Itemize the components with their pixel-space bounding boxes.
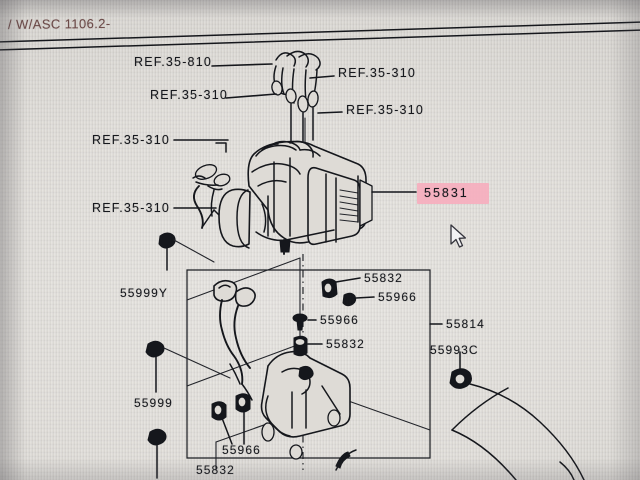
part-label-55814: 55814 [446, 317, 485, 331]
part-label-55966-lower: 55966 [222, 443, 261, 457]
page-header-text: / W/ASC 1106.2- [7, 15, 111, 32]
part-label-55966-mid: 55966 [320, 313, 359, 327]
ref-label-35-310-lower-right: REF.35-310 [346, 103, 425, 117]
bracket-casting [260, 350, 351, 460]
abs-hydraulic-unit [218, 140, 373, 255]
ref-label-35-310-left-upper: REF.35-310 [92, 133, 171, 147]
ref-label-35-310-mid-left: REF.35-310 [150, 88, 229, 102]
part-label-55993C: 55993C [430, 343, 479, 357]
ref-label-35-310-upper-right: REF.35-310 [338, 66, 417, 80]
part-label-55999: 55999 [134, 396, 173, 410]
part-label-55831[interactable]: 55831 [424, 186, 469, 200]
part-label-55832-lower: 55832 [196, 463, 235, 477]
ref-label-35-810-upper: REF.35-810 [134, 55, 213, 69]
brake-pipe-lines-lower-right [335, 383, 585, 480]
brake-pipe-cluster [271, 50, 321, 151]
part-label-55832-mid: 55832 [326, 337, 365, 351]
part-label-55832-upper: 55832 [364, 271, 403, 285]
part-label-55966-upper: 55966 [378, 290, 417, 304]
mounting-bracket-arm [213, 279, 256, 401]
ref-label-35-310-left-lower: REF.35-310 [92, 201, 171, 215]
part-label-55999Y: 55999Y [120, 286, 168, 300]
